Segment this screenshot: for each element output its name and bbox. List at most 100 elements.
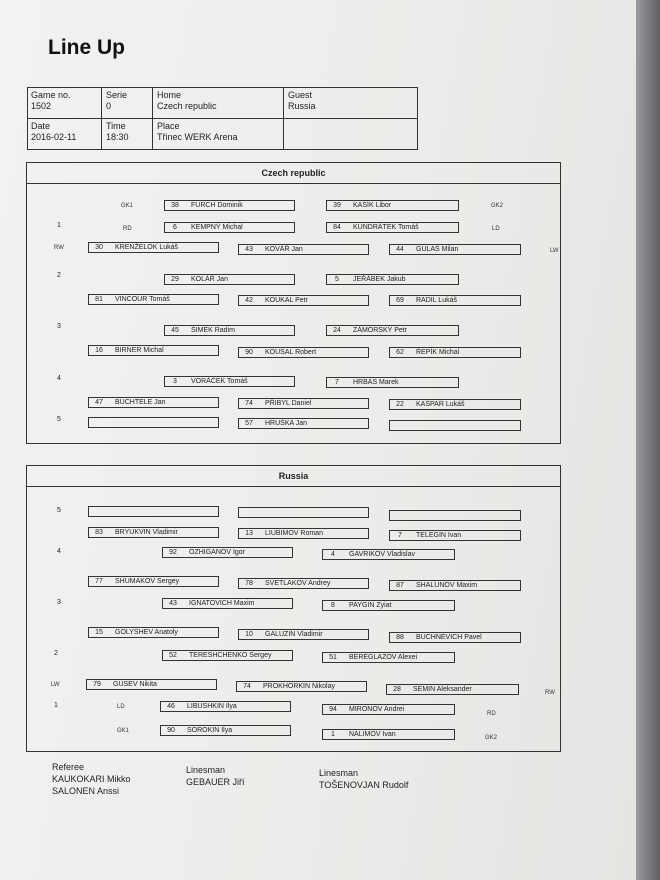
linesman-name: TOŠENOVJAN Rudolf	[319, 780, 409, 790]
serie-value: 0	[106, 101, 112, 111]
referee-label: Referee	[52, 762, 85, 772]
empty-cell	[283, 119, 417, 149]
away-team-heading: Russia	[27, 466, 560, 487]
home-team-section: Czech republic	[26, 162, 561, 444]
date-value: 2016-02-11	[31, 132, 77, 142]
gk2-label: GK2	[485, 735, 498, 741]
rw-label: RW	[545, 690, 555, 696]
place-cell: Place Třinec WERK Arena	[152, 119, 283, 149]
line-number: 2	[54, 650, 58, 657]
rd-label: RD	[123, 226, 132, 232]
line-number: 3	[57, 323, 61, 330]
line-number: 4	[57, 375, 61, 382]
place-label: Place	[157, 121, 180, 131]
page-title: Line Up	[48, 36, 125, 59]
referee-name: SALONEN Anssi	[52, 786, 120, 796]
game-no-value: 1502	[31, 101, 52, 111]
date-label: Date	[31, 121, 51, 131]
player-box	[88, 417, 219, 428]
date-cell: Date 2016-02-11	[27, 119, 100, 149]
line-number: 2	[57, 272, 61, 279]
player-box	[389, 420, 521, 431]
home-value: Czech republic	[157, 101, 217, 111]
lineup-sheet	[0, 0, 636, 880]
player-box	[389, 510, 521, 521]
referee-name: KAUKOKARI Mikko	[52, 774, 131, 784]
line-number: 5	[57, 507, 61, 514]
ld-label: LD	[117, 704, 125, 710]
linesman-1: Linesman GEBAUER Jiří	[186, 764, 245, 788]
linesman-2: Linesman TOŠENOVJAN Rudolf	[319, 767, 408, 791]
line-number: 5	[57, 416, 61, 423]
gk1-label: GK1	[117, 728, 130, 734]
guest-label: Guest	[288, 90, 313, 100]
line-number: 1	[54, 702, 58, 709]
home-label: Home	[157, 90, 182, 100]
rw-label: RW	[54, 245, 64, 251]
serie-label: Serie	[106, 90, 128, 100]
rd-label: RD	[487, 711, 496, 717]
serie-cell: Serie 0	[101, 88, 152, 118]
away-team-section: Russia	[26, 465, 561, 752]
time-cell: Time 18:30	[101, 119, 152, 149]
linesman-label: Linesman	[319, 768, 359, 778]
match-info-table: Game no. 1502 Serie 0 Home Czech republi…	[27, 87, 418, 150]
time-label: Time	[106, 121, 126, 131]
referees: Referee KAUKOKARI Mikko SALONEN Anssi	[52, 761, 131, 797]
player-box	[88, 506, 219, 517]
ld-label: LD	[492, 226, 500, 232]
linesman-label: Linesman	[186, 765, 226, 775]
lw-label: LW	[51, 682, 60, 688]
place-value: Třinec WERK Arena	[157, 132, 238, 142]
player-box	[238, 507, 369, 518]
background-edge	[636, 0, 660, 880]
time-value: 18:30	[106, 132, 129, 142]
lw-label: LW	[550, 248, 559, 254]
game-no-label: Game no.	[31, 90, 71, 100]
line-number: 3	[57, 599, 61, 606]
guest-value: Russia	[288, 101, 316, 111]
game-no-cell: Game no. 1502	[27, 88, 100, 118]
home-team-heading: Czech republic	[27, 163, 560, 184]
